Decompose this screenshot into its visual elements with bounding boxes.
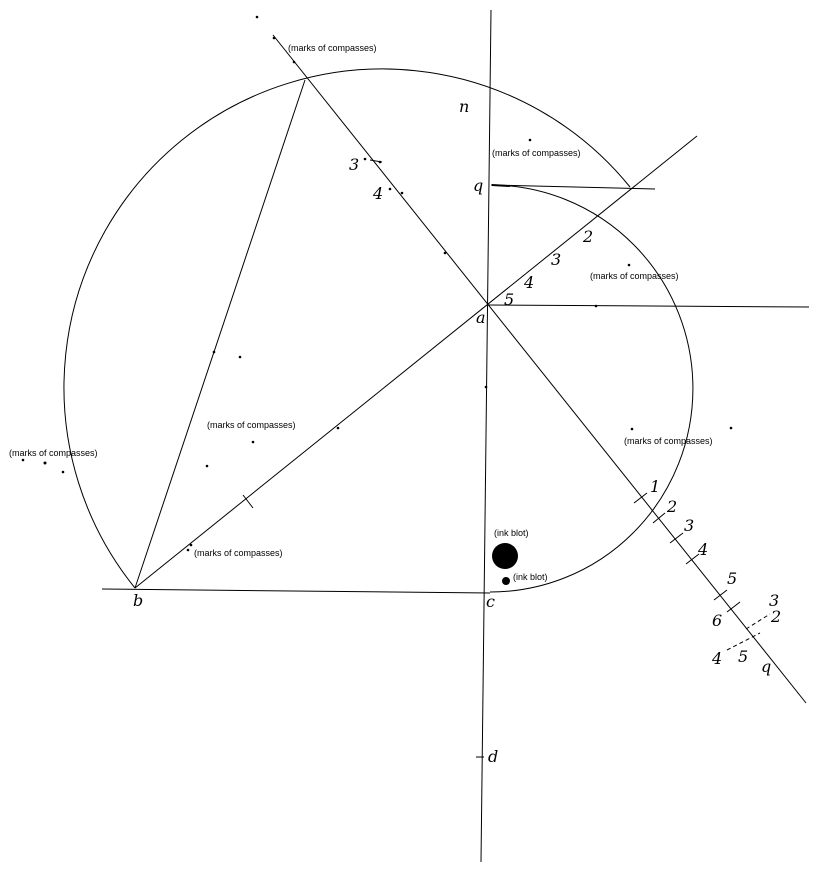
small-arc (489, 184, 694, 593)
diag-mark-3: 3 (684, 516, 694, 535)
ink-blot-large (492, 543, 518, 569)
note-ink-blot-1: (ink blot) (494, 528, 529, 538)
dashed-mark-2: 2 (770, 607, 781, 626)
note-compasses-5: (marks of compasses) (624, 436, 713, 446)
ray-mark-2: 2 (582, 227, 593, 246)
diagonal-line (272, 34, 807, 704)
dashed-mark-4: 4 (711, 649, 722, 668)
compass-points (21, 15, 733, 552)
baseline-b-c (101, 588, 491, 594)
note-compasses-2: (marks of compasses) (492, 148, 581, 158)
note-compasses-1: (marks of compasses) (288, 43, 377, 53)
upper-mark-3: 3 (349, 155, 359, 174)
label-c: c (486, 592, 495, 611)
large-arc (63, 68, 631, 589)
diag-mark-2: 2 (666, 497, 677, 516)
ray-mark-4: 4 (523, 273, 534, 292)
label-b: b (133, 591, 143, 610)
ray-mark-3: 3 (551, 250, 561, 269)
label-a: a (476, 308, 486, 327)
diag-mark-5: 5 (727, 569, 737, 588)
note-compasses-7: (marks of compasses) (194, 548, 283, 558)
upper-mark-4: 4 (372, 184, 383, 203)
note-ink-blot-2: (ink blot) (513, 572, 548, 582)
note-compasses-4: (marks of compasses) (207, 420, 296, 430)
tick-marks (242, 159, 771, 758)
dashed-mark-3: 3 (769, 591, 779, 610)
ink-blot-small (502, 577, 510, 585)
diag-mark-1: 1 (650, 477, 660, 496)
vertical-line-n-d (480, 9, 492, 863)
label-d: d (488, 747, 498, 766)
diag-mark-4: 4 (697, 540, 708, 559)
dashed-mark-q: q (761, 657, 771, 676)
label-n: n (459, 97, 469, 116)
note-compasses-3: (marks of compasses) (590, 271, 679, 281)
diag-mark-6: 6 (712, 611, 722, 630)
line-q (490, 184, 656, 190)
line-b-a (134, 135, 698, 589)
dashed-mark-5: 5 (738, 647, 748, 666)
horizontal-line-a (486, 304, 810, 308)
ray-mark-5: 5 (504, 290, 514, 309)
label-q: q (473, 176, 483, 195)
note-compasses-6: (marks of compasses) (9, 448, 98, 458)
chord-b (134, 79, 306, 589)
